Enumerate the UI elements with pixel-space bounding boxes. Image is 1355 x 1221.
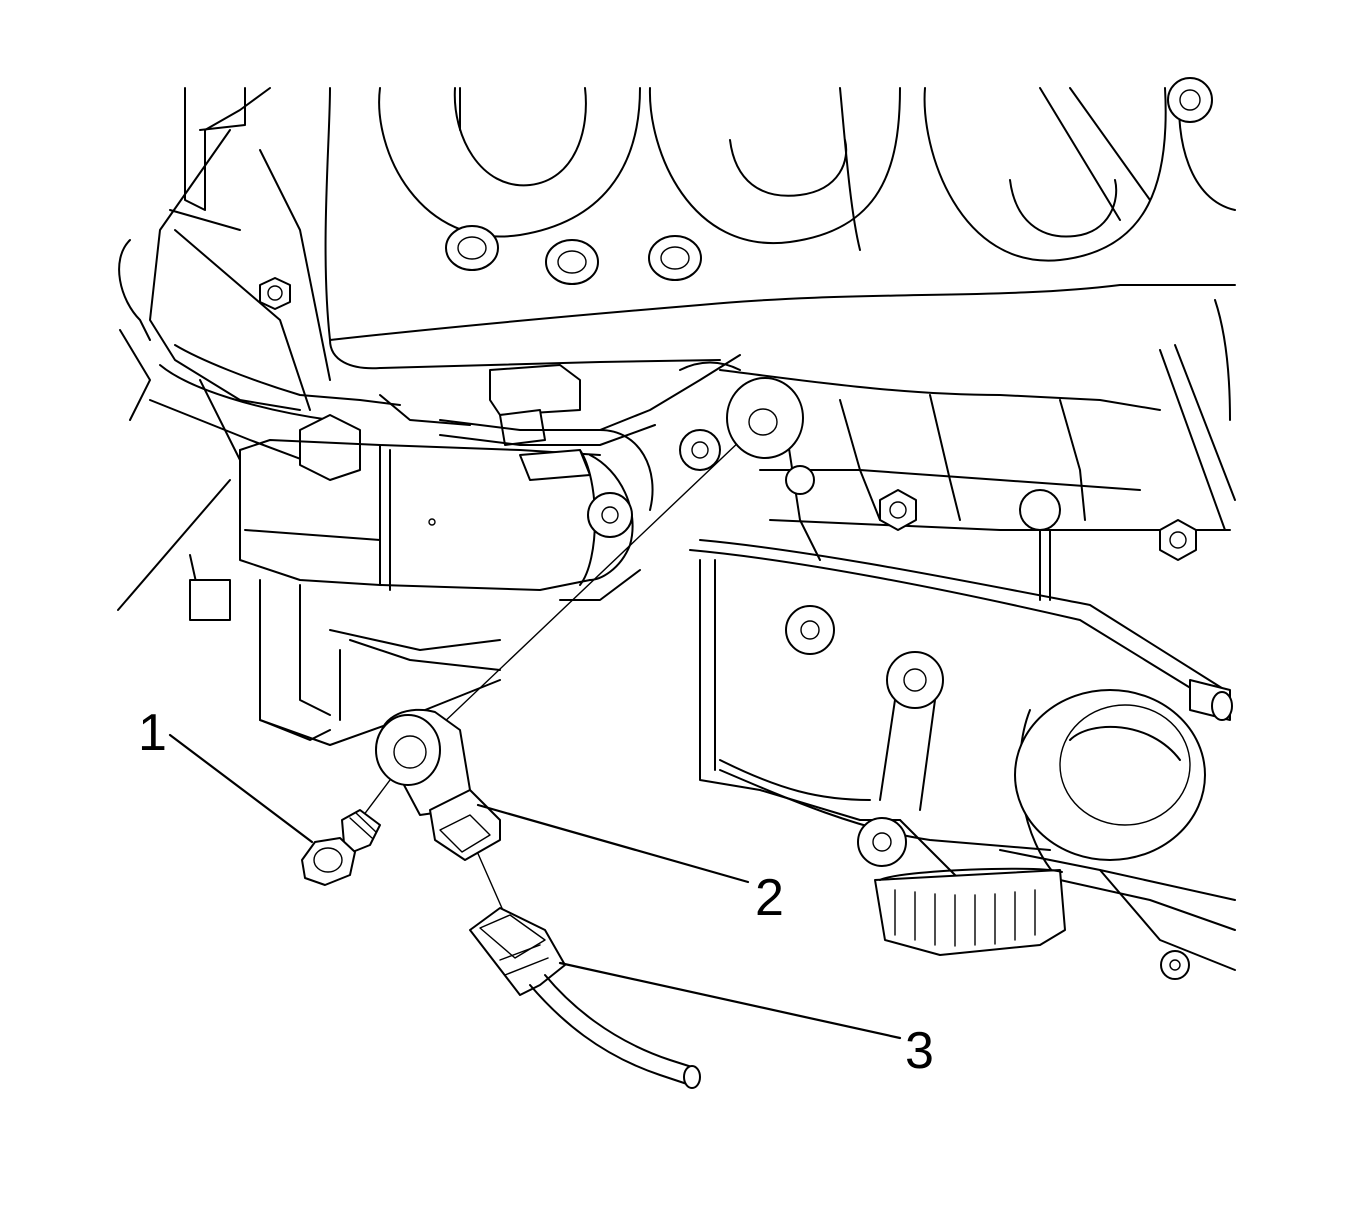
sensor-mount-boss bbox=[726, 377, 804, 459]
callout-3: 3 bbox=[905, 1022, 934, 1080]
starter-motor bbox=[189, 354, 741, 746]
harness-connector bbox=[469, 907, 701, 1089]
callout-leaders bbox=[168, 733, 902, 1040]
leader-1 bbox=[168, 733, 314, 844]
intake-manifold bbox=[324, 77, 1236, 531]
callout-2: 2 bbox=[755, 869, 784, 927]
knock-sensor-bolt bbox=[301, 809, 381, 886]
left-bracket-harness bbox=[117, 87, 471, 611]
leader-3 bbox=[558, 961, 902, 1040]
engine-block bbox=[679, 369, 1236, 980]
alignment-lines bbox=[329, 419, 763, 916]
callout-1: 1 bbox=[138, 704, 167, 762]
knock-sensor bbox=[375, 708, 501, 861]
leader-2 bbox=[476, 803, 750, 884]
callout-labels: 1 2 3 bbox=[138, 704, 934, 1080]
